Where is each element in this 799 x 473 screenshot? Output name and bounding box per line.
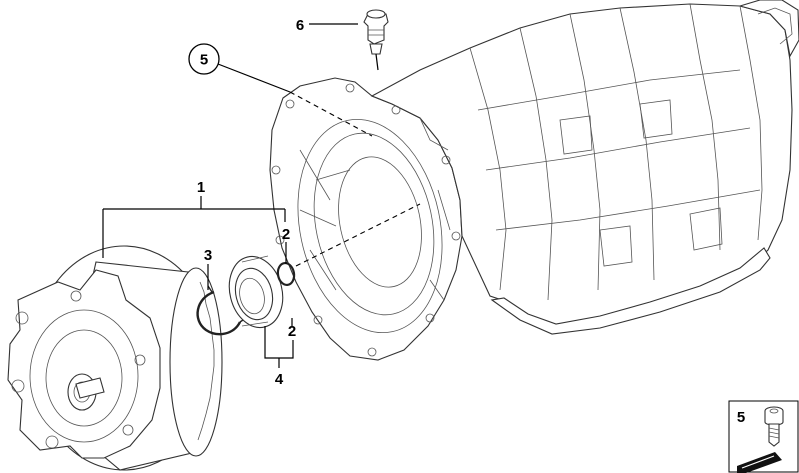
callout-number-3: 3 — [204, 247, 212, 264]
shaft-seal[interactable] — [222, 251, 290, 333]
vent-plug[interactable] — [363, 9, 389, 55]
callout-3: 3 — [204, 247, 212, 264]
callout-6: 6 — [296, 17, 304, 34]
callout-number-2-top: 2 — [282, 226, 290, 243]
bolt-inset[interactable]: 5 — [728, 400, 799, 473]
torque-converter[interactable] — [7, 245, 223, 471]
bolt-icon — [764, 406, 784, 447]
leader-lines — [102, 23, 421, 368]
callout-1: 1 — [197, 179, 205, 196]
inset-label: 5 — [737, 409, 745, 426]
callout-5: 5 — [188, 43, 220, 75]
callout-number-1: 1 — [197, 179, 205, 196]
callout-circle-5 — [188, 43, 220, 75]
callout-4: 4 — [275, 371, 284, 388]
callout-number-2-bottom: 2 — [288, 323, 296, 340]
callout-2-top: 2 — [282, 226, 290, 243]
callout-number-6: 6 — [296, 17, 304, 34]
callout-2-bottom: 2 — [288, 323, 296, 340]
callout-number-4: 4 — [275, 371, 284, 388]
o-ring[interactable] — [276, 261, 296, 287]
transmission-housing[interactable] — [269, 0, 799, 361]
callout-number-5: 5 — [200, 52, 208, 69]
